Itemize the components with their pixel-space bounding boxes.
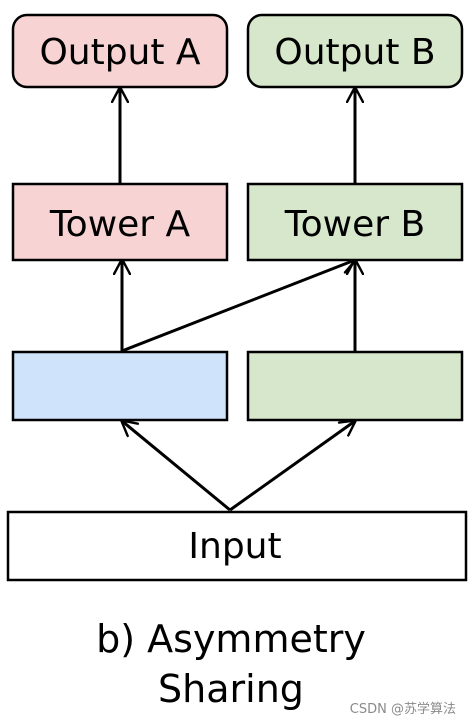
arrow-input-to-shared-a	[122, 421, 231, 512]
arrow-shared-a-to-tower-b	[121, 260, 355, 353]
tower-b-node: Tower B	[246, 182, 464, 262]
output-a-node: Output A	[11, 13, 229, 89]
shared-b-node	[246, 350, 464, 422]
output-a-box	[11, 13, 229, 89]
input-label: Input	[188, 526, 281, 567]
tower-a-node: Tower A	[11, 182, 229, 262]
output-b-box	[246, 13, 464, 89]
output-a-label: Output A	[39, 32, 200, 73]
tower-a-label: Tower A	[49, 204, 191, 245]
caption-line-2: Sharing	[158, 667, 304, 711]
shared-a-node	[11, 350, 229, 422]
tower-a-box	[11, 182, 229, 262]
arrow-input-to-shared-b	[229, 421, 355, 512]
watermark: CSDN @苏学算法	[350, 701, 456, 717]
shared-a-box	[11, 350, 229, 422]
caption-line-1: b) Asymmetry	[96, 617, 366, 661]
input-box	[6, 510, 468, 582]
output-b-node: Output B	[246, 13, 464, 89]
tower-b-label: Tower B	[284, 204, 425, 245]
input-node: Input	[6, 510, 468, 582]
shared-b-box	[246, 350, 464, 422]
tower-b-box	[246, 182, 464, 262]
connectors	[120, 88, 355, 512]
output-b-label: Output B	[274, 32, 435, 73]
